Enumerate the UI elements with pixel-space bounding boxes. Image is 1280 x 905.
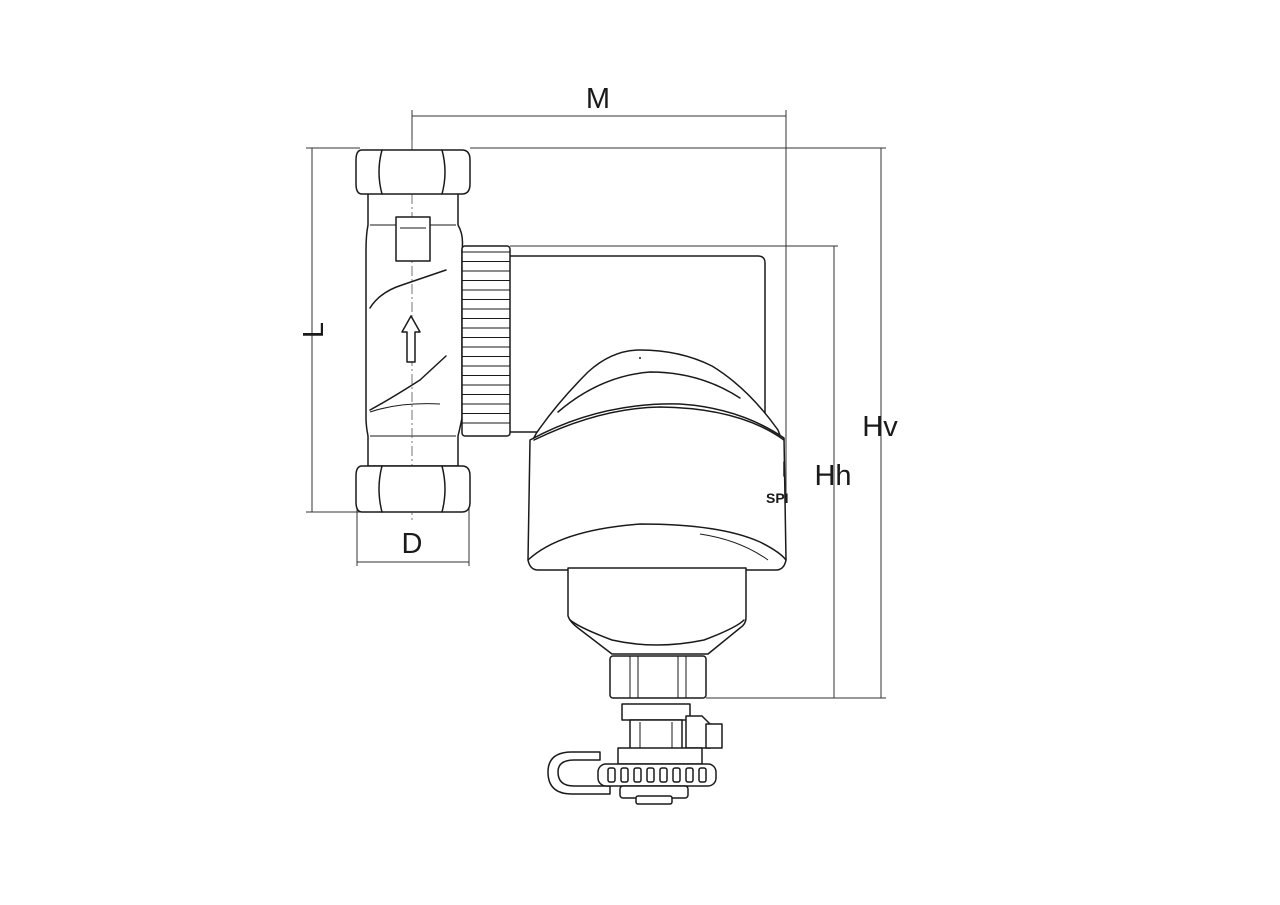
drain-valve [617, 703, 723, 765]
dimension-label-hv: Hv [862, 411, 898, 443]
drain-cap-ridge [607, 767, 616, 783]
drain-cap [597, 763, 717, 805]
brand-logo: SPI [766, 461, 789, 506]
drain-cap-ridges [607, 767, 707, 783]
separator-main-body [527, 349, 787, 571]
dimension-label-d: D [402, 528, 423, 560]
bottom-hex-nut [355, 465, 471, 513]
lower-cylinder [567, 567, 747, 655]
drain-cap-ridge [659, 767, 668, 783]
pipe-top-fitting [395, 216, 431, 262]
drain-cap-ridge [672, 767, 681, 783]
knurled-ring [461, 245, 511, 437]
dimension-label-m: M [586, 83, 610, 115]
top-hex-nut [355, 149, 471, 195]
knurl-ridges [462, 251, 510, 424]
drain-cap-ridge [698, 767, 707, 783]
brand-logo-text: SPI [766, 490, 789, 506]
drain-cap-ridge [633, 767, 642, 783]
bottom-connector-nut [609, 655, 707, 699]
drain-cap-ridge [685, 767, 694, 783]
dimension-label-l: L [298, 322, 330, 338]
drain-cap-ridge [646, 767, 655, 783]
dimension-lines [306, 110, 886, 699]
dimension-label-hh: Hh [814, 460, 851, 492]
drain-cap-ridge [620, 767, 629, 783]
flow-arrow-icon [401, 315, 421, 363]
